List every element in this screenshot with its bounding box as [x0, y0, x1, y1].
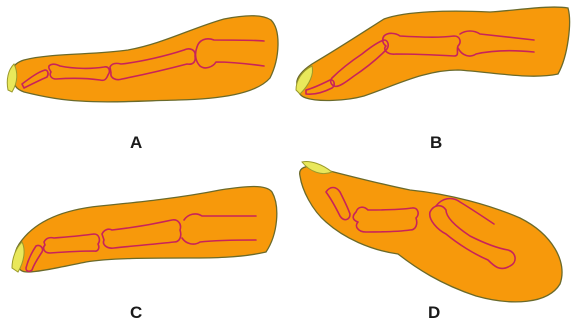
finger-c: [12, 187, 277, 273]
finger-d: [300, 161, 562, 301]
panel-label-a: A: [130, 134, 142, 151]
finger-b: [296, 7, 570, 100]
finger-c-skin: [15, 187, 277, 273]
finger-a-nail: [7, 64, 17, 92]
finger-d-skin: [300, 166, 562, 301]
panel-label-b: B: [430, 134, 442, 151]
finger-a: [7, 16, 278, 102]
panel-label-c: C: [130, 304, 142, 321]
finger-a-skin: [12, 16, 278, 102]
panel-label-d: D: [428, 304, 440, 321]
